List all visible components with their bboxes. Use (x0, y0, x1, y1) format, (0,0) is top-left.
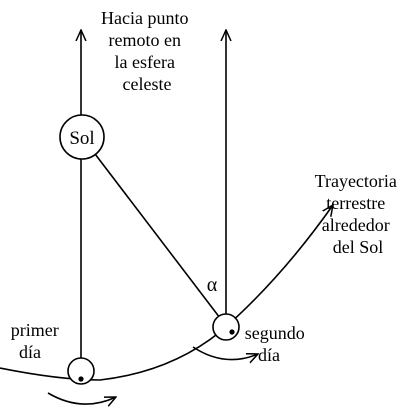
earth-first-day-marker-dot (78, 376, 84, 382)
remote-point-label: Hacia punto remoto en la esfera celeste (101, 8, 193, 94)
sun-circle (59, 114, 105, 160)
earth-second-day-circle (212, 313, 240, 341)
second-day-label: segundo día (245, 323, 310, 365)
first-day-label: primer día (11, 320, 63, 362)
rotation-arrow-second-day (192, 346, 258, 360)
angle-alpha-label: α (207, 274, 218, 296)
earth-second-day-marker-dot (229, 329, 235, 335)
sun-label: Sol (69, 128, 94, 149)
orbit-label: Trayectoria terrestre alrededor del Sol (315, 171, 402, 257)
rotation-arrow-first-day (47, 392, 116, 404)
sun-to-second-day-line (91, 149, 221, 319)
earth-orbit-path (0, 205, 333, 381)
earth-first-day-circle (67, 357, 95, 385)
